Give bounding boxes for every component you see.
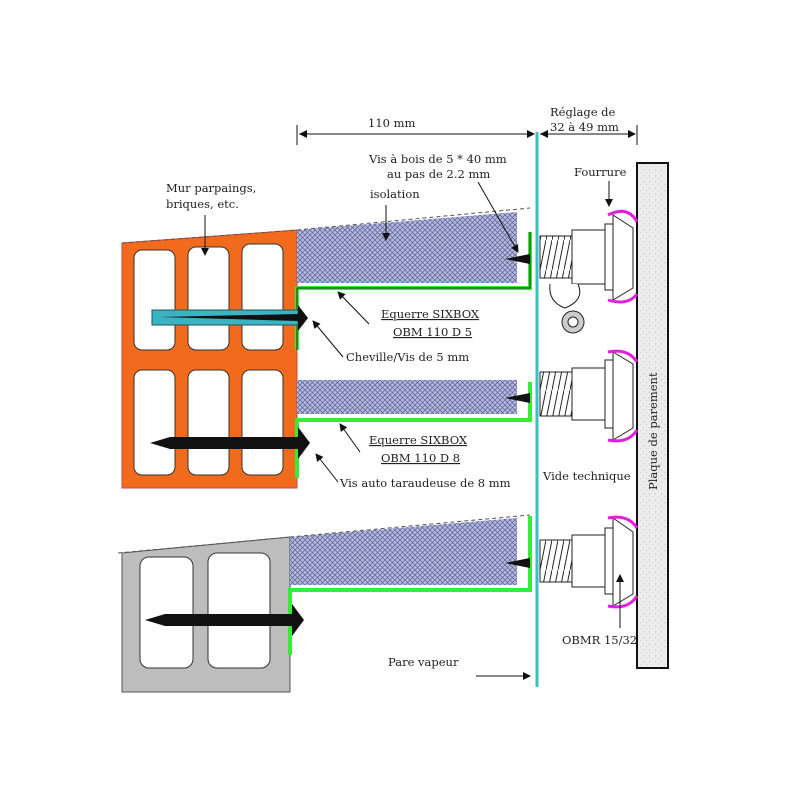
adjuster-units: [539, 209, 639, 609]
wood-screw-label-1: Vis à bois de 5 * 40 mm: [368, 152, 507, 166]
reglage-label-1: Réglage de: [550, 105, 616, 119]
fourrure-label: Fourrure: [574, 165, 627, 179]
self-tapping-screw-8mm: [150, 427, 310, 459]
obmr-label: OBMR 15/32: [562, 633, 637, 647]
plasterboard-label: Plaque de parement: [646, 372, 660, 490]
dowel-screw-5mm: [151, 305, 308, 331]
dowel-label: Cheville/Vis de 5 mm: [346, 350, 469, 364]
bracket1-label-1: Equerre SIXBOX: [381, 307, 480, 321]
reglage-label-2: 32 à 49 mm: [550, 120, 619, 134]
service-void-label: Vide technique: [542, 469, 631, 483]
wood-screw-label-2: au pas de 2.2 mm: [387, 167, 490, 181]
wall-label-1: Mur parpaings,: [166, 181, 256, 195]
self-tapping-screw-block: [145, 604, 304, 636]
bracket1-label-2: OBM 110 D 5: [393, 325, 472, 339]
bracket2-label-2: OBM 110 D 8: [381, 451, 460, 465]
plasterboard: [636, 162, 669, 669]
insulation: [289, 207, 531, 585]
wall-label-2: briques, etc.: [166, 197, 239, 211]
leader-arrows: [201, 181, 624, 680]
dim-110-label: 110 mm: [368, 116, 416, 130]
vapour-barrier-label: Pare vapeur: [388, 655, 459, 669]
bracket2-label-1: Equerre SIXBOX: [369, 433, 468, 447]
dimension-lines: [296, 125, 638, 145]
screw-8mm-label: Vis auto taraudeuse de 8 mm: [339, 476, 511, 490]
isolation-label: isolation: [370, 187, 420, 201]
wood-screws: [505, 254, 530, 568]
brick-wall: [121, 229, 298, 489]
